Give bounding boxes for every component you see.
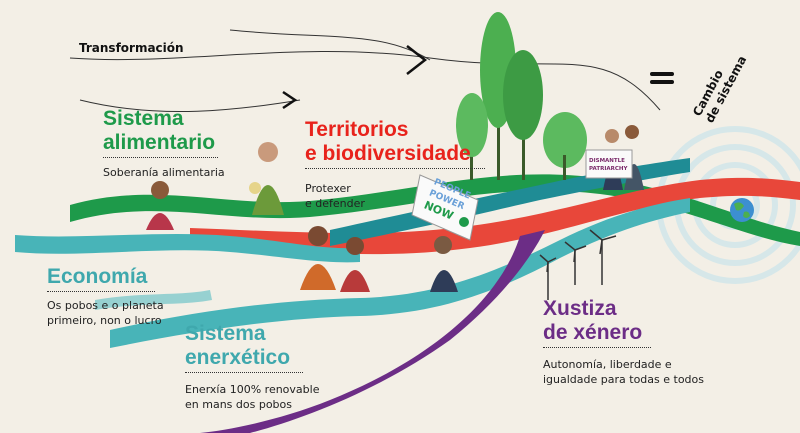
tree-icon <box>456 12 587 180</box>
energy-subtitle-line1: Enerxía 100% renovable <box>185 383 320 396</box>
energy-title-line2: enerxético <box>185 346 303 373</box>
green-ribbon <box>70 174 800 246</box>
food-system-title-line2: alimentario <box>103 131 218 158</box>
economy-section: Economía Os pobos e o planeta primeiro, … <box>47 265 164 328</box>
person-group-women <box>300 226 370 292</box>
gender-subtitle-line1: Autonomía, liberdade e <box>543 358 672 371</box>
energy-subtitle-line2: en mans dos pobos <box>185 398 292 411</box>
transformation-label: Transformación <box>79 41 184 55</box>
arrow-icon <box>282 45 428 110</box>
territories-subtitle-line2: e defender <box>305 197 365 210</box>
territories-title-line1: Territorios <box>305 118 409 141</box>
energy-section: Sistema enerxético Enerxía 100% renovabl… <box>185 322 319 412</box>
territories-section: Territorios e biodiversidade Protexer e … <box>305 118 485 211</box>
food-system-section: Sistema alimentario Soberanía alimentari… <box>103 107 225 180</box>
territories-subtitle-line1: Protexer <box>305 182 351 195</box>
economy-subtitle-line2: primeiro, non o lucro <box>47 314 162 327</box>
gender-title-line1: Xustiza <box>543 297 617 320</box>
globe-icon <box>730 198 754 222</box>
food-system-title-line1: Sistema <box>103 107 184 130</box>
teal-ribbon-left <box>15 234 360 263</box>
economy-title: Economía <box>47 265 155 292</box>
gender-title-line2: de xénero <box>543 321 651 348</box>
teal-ribbon-small <box>95 290 212 310</box>
person-food-farmer <box>146 181 174 230</box>
gender-section: Xustiza de xénero Autonomía, liberdade e… <box>543 297 704 387</box>
teal-ribbon-lower <box>110 198 690 348</box>
wind-turbine-icon <box>539 229 617 300</box>
patriarchy-banner <box>585 149 633 179</box>
dark-teal-ribbon <box>330 158 690 246</box>
energy-title-line1: Sistema <box>185 322 266 345</box>
territories-title-line2: e biodiversidade <box>305 142 485 169</box>
economy-subtitle-line1: Os pobos e o planeta <box>47 299 164 312</box>
equals-icon <box>650 72 674 84</box>
food-system-subtitle: Soberanía alimentaria <box>103 166 225 179</box>
gender-subtitle-line2: igualdade para todas e todos <box>543 373 705 386</box>
people-power-sign <box>411 174 479 241</box>
person-woman-seeds <box>249 142 284 215</box>
person-protester <box>430 236 458 292</box>
